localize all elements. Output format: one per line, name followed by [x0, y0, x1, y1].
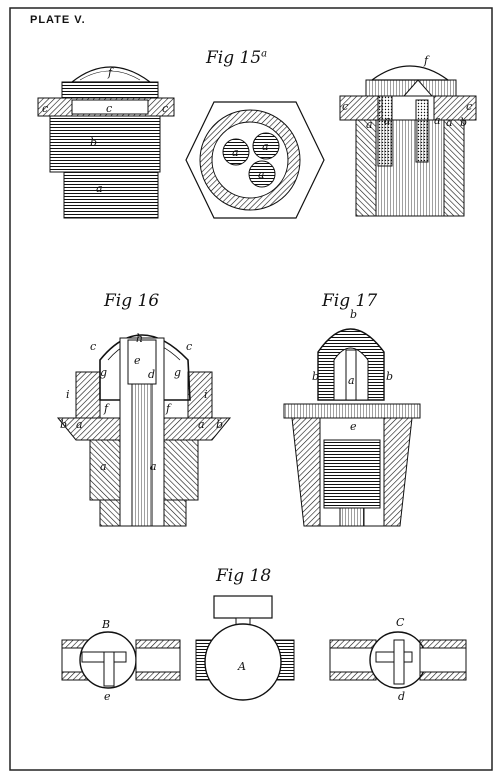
label-15a-mid-a1: a	[232, 146, 239, 159]
label-16-a4: a	[150, 460, 157, 473]
label-16-f1: f	[103, 402, 110, 415]
label-15a-right-f: f	[423, 54, 430, 67]
fig-15a-drawing	[37, 65, 477, 219]
label-16-g1: g	[100, 366, 107, 379]
label-15a-right-c1: c	[342, 100, 348, 113]
label-16-b2: b	[216, 418, 223, 431]
fig-17-drawing	[283, 328, 421, 527]
label-18-B: B	[101, 618, 110, 631]
label-16-f2: f	[165, 402, 172, 415]
fig-18-drawing	[61, 595, 467, 701]
label-15a-left-b: b	[90, 136, 97, 149]
label-16-a1: a	[76, 418, 83, 431]
label-16-g2: g	[174, 366, 181, 379]
fig-18-right-section	[329, 631, 467, 689]
label-15a-right-a2: a	[384, 114, 391, 127]
label-16-c2: c	[186, 340, 192, 353]
fig-15a-left-plug	[37, 66, 175, 219]
label-15a-left-c3: c	[162, 102, 168, 115]
fig-16-drawing	[56, 334, 232, 527]
label-18-A: A	[237, 660, 246, 673]
label-15a-right-c2: c	[466, 100, 472, 113]
label-15a-right-a3: a	[434, 114, 441, 127]
label-17-b-top: b	[350, 308, 357, 321]
label-15a-right-b: b	[460, 116, 467, 129]
label-16-a3: a	[100, 460, 107, 473]
label-15a-left-c1: c	[42, 102, 48, 115]
label-15a-left-f: f	[107, 66, 114, 79]
label-18-C: C	[396, 616, 405, 629]
label-17-b-left: b	[312, 370, 319, 383]
label-17-e: e	[350, 420, 357, 433]
fig-15a-right-section	[339, 65, 477, 217]
label-15a-left-c2: c	[106, 102, 112, 115]
fig-15a-superscript: a	[261, 48, 268, 60]
label-15a-mid-a2: a	[262, 140, 269, 153]
label-16-b1: b	[60, 418, 67, 431]
label-15a-right-a4: a	[446, 116, 453, 129]
label-16-i2: i	[204, 388, 208, 401]
label-15a-left-a: a	[96, 182, 103, 195]
label-16-e: e	[134, 354, 141, 367]
fig-17-title: Fig 17	[322, 291, 378, 311]
label-15a-mid-a3: a	[258, 168, 265, 181]
label-16-a2: a	[198, 418, 205, 431]
label-15a-right-a1: a	[366, 118, 373, 131]
label-16-h: h	[136, 332, 143, 345]
fig-16-title: Fig 16	[104, 291, 160, 311]
label-layer: f c c c b a a a a f c c b a a a a c h e …	[42, 54, 472, 703]
fig-18-left-section	[61, 631, 181, 689]
fig-15a-middle-hexagon	[185, 101, 325, 219]
label-16-i1: i	[66, 388, 70, 401]
fig-18-middle-valve	[195, 595, 295, 701]
plate-label: PLATE V.	[30, 14, 86, 26]
label-16-d: d	[148, 368, 155, 381]
label-18-d: d	[398, 690, 405, 703]
fig-15a-title-text: Fig 15	[206, 48, 262, 68]
fig-15a-title: Fig 15a	[206, 48, 267, 68]
label-17-a: a	[348, 374, 355, 387]
label-17-b-right: b	[386, 370, 393, 383]
label-16-c1: c	[90, 340, 96, 353]
fig-18-title: Fig 18	[216, 566, 272, 586]
plate-border	[9, 7, 493, 771]
label-18-e: e	[104, 690, 111, 703]
